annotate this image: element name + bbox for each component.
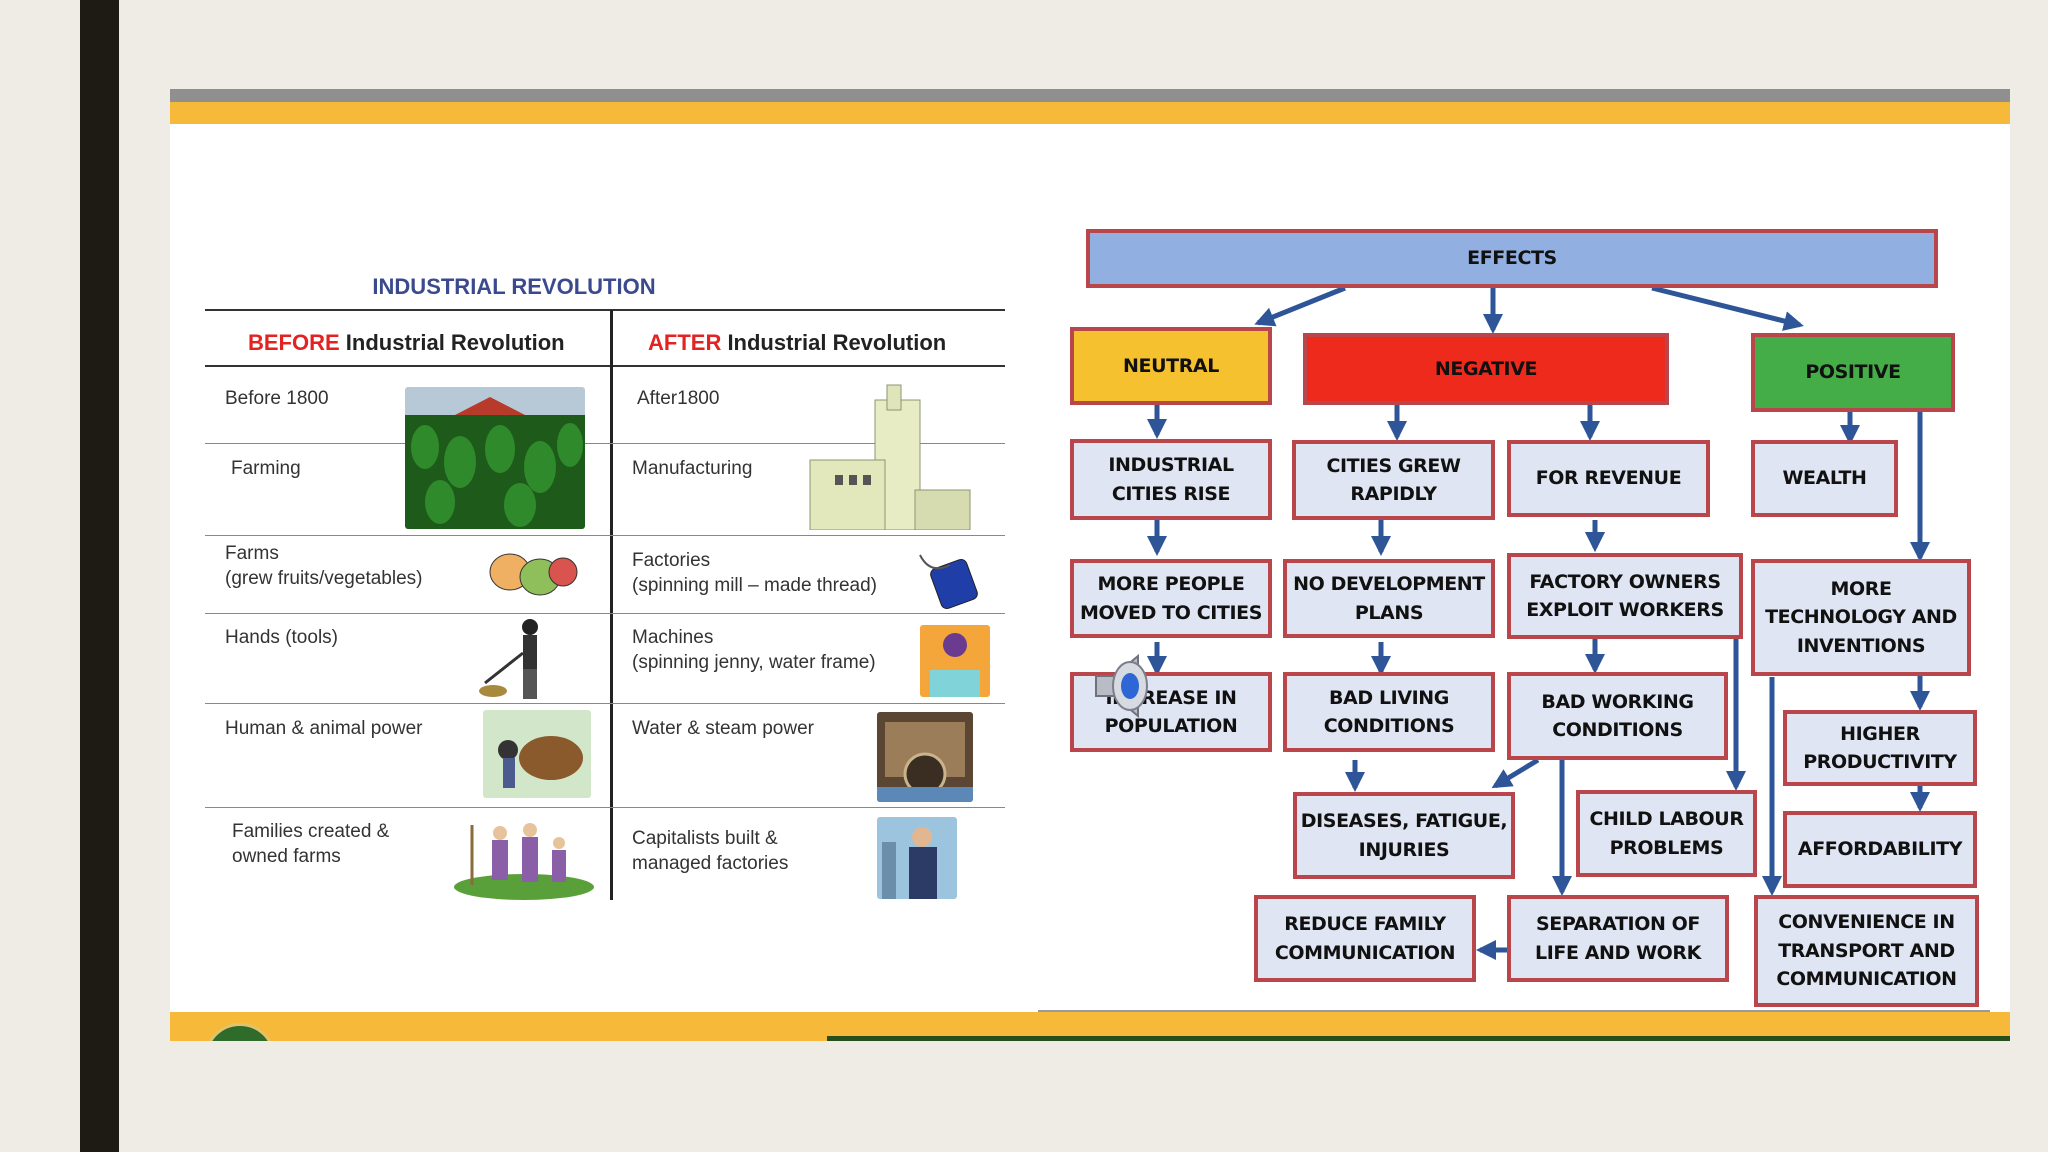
- reduce-family-communication-box: REDUCE FAMILY COMMUNICATION: [1254, 895, 1476, 982]
- industrial-revolution-table: INDUSTRIAL REVOLUTION BEFORE Industrial …: [205, 270, 1005, 900]
- diseases-fatigue-injuries-box: DISEASES, FATIGUE, INJURIES: [1293, 792, 1515, 879]
- factory-image: [809, 384, 971, 530]
- water-mill-image: [877, 712, 973, 802]
- more-technology-box: MORE TECHNOLOGY AND INVENTIONS: [1751, 559, 1971, 676]
- farm-field-image: [405, 387, 585, 529]
- vegetables-image: [489, 553, 578, 596]
- bad-working-conditions-box: BAD WORKING CONDITIONS: [1507, 672, 1728, 760]
- after-cell: After1800: [637, 388, 720, 409]
- after-cell: Water & steam power: [632, 718, 814, 739]
- after-cell: Manufacturing: [632, 458, 753, 479]
- spool-of-thread-image: [919, 554, 978, 610]
- farm-family-image: [454, 823, 594, 900]
- table-title: INDUSTRIAL REVOLUTION: [372, 274, 656, 299]
- speaker-icon[interactable]: [1090, 650, 1162, 722]
- horse-and-plow-image: [483, 710, 591, 798]
- table-top-rule: [205, 309, 1005, 311]
- before-cell: Hands (tools): [225, 627, 338, 648]
- higher-productivity-box: HIGHER PRODUCTIVITY: [1783, 710, 1977, 786]
- header-rule: [205, 365, 1005, 367]
- factory-owners-exploit-box: FACTORY OWNERS EXPLOIT WORKERS: [1507, 553, 1743, 639]
- businessman-image: [877, 817, 957, 899]
- positive-box: POSITIVE: [1751, 333, 1955, 412]
- no-development-plans-box: NO DEVELOPMENT PLANS: [1283, 559, 1495, 638]
- spinning-machine-image: [920, 625, 990, 697]
- row-rule: [205, 535, 1005, 536]
- before-cell: Farms (grew fruits/vegetables): [225, 543, 423, 589]
- row-rule: [205, 443, 1005, 444]
- wealth-box: WEALTH: [1751, 440, 1898, 517]
- negative-box: NEGATIVE: [1303, 333, 1669, 405]
- affordability-box: AFFORDABILITY: [1783, 811, 1977, 888]
- industrial-cities-rise-box: INDUSTRIAL CITIES RISE: [1070, 439, 1272, 520]
- top-gray-band: [170, 89, 2010, 102]
- farmer-with-tools-image: [479, 619, 538, 699]
- bad-living-conditions-box: BAD LIVING CONDITIONS: [1283, 672, 1495, 752]
- before-header: BEFORE Industrial Revolution: [248, 330, 565, 355]
- row-rule: [205, 807, 1005, 808]
- effects-box: EFFECTS: [1086, 229, 1938, 288]
- before-cell: Before 1800: [225, 388, 329, 409]
- row-rule: [205, 613, 1005, 614]
- left-dark-bar: [80, 0, 119, 1152]
- column-divider: [610, 310, 613, 900]
- row-rule: [205, 703, 1005, 704]
- footer-green-band: [827, 1036, 2010, 1041]
- before-cell: Human & animal power: [225, 718, 423, 739]
- convenience-transport-box: CONVENIENCE IN TRANSPORT AND COMMUNICATI…: [1754, 895, 1979, 1007]
- before-cell: Families created & owned farms: [232, 821, 390, 867]
- more-people-moved-box: MORE PEOPLE MOVED TO CITIES: [1070, 559, 1272, 638]
- after-cell: Capitalists built & managed factories: [632, 828, 789, 874]
- for-revenue-box: FOR REVENUE: [1507, 440, 1710, 517]
- before-cell: Farming: [231, 458, 301, 479]
- cities-grew-rapidly-box: CITIES GREW RAPIDLY: [1292, 440, 1495, 520]
- top-yellow-band: [170, 102, 2010, 124]
- after-header: AFTER Industrial Revolution: [648, 330, 947, 355]
- child-labour-problems-box: CHILD LABOUR PROBLEMS: [1576, 790, 1757, 877]
- separation-of-life-and-work-box: SEPARATION OF LIFE AND WORK: [1507, 895, 1729, 982]
- neutral-box: NEUTRAL: [1070, 327, 1272, 405]
- after-cell: Machines (spinning jenny, water frame): [632, 627, 876, 673]
- after-cell: Factories (spinning mill – made thread): [632, 550, 878, 596]
